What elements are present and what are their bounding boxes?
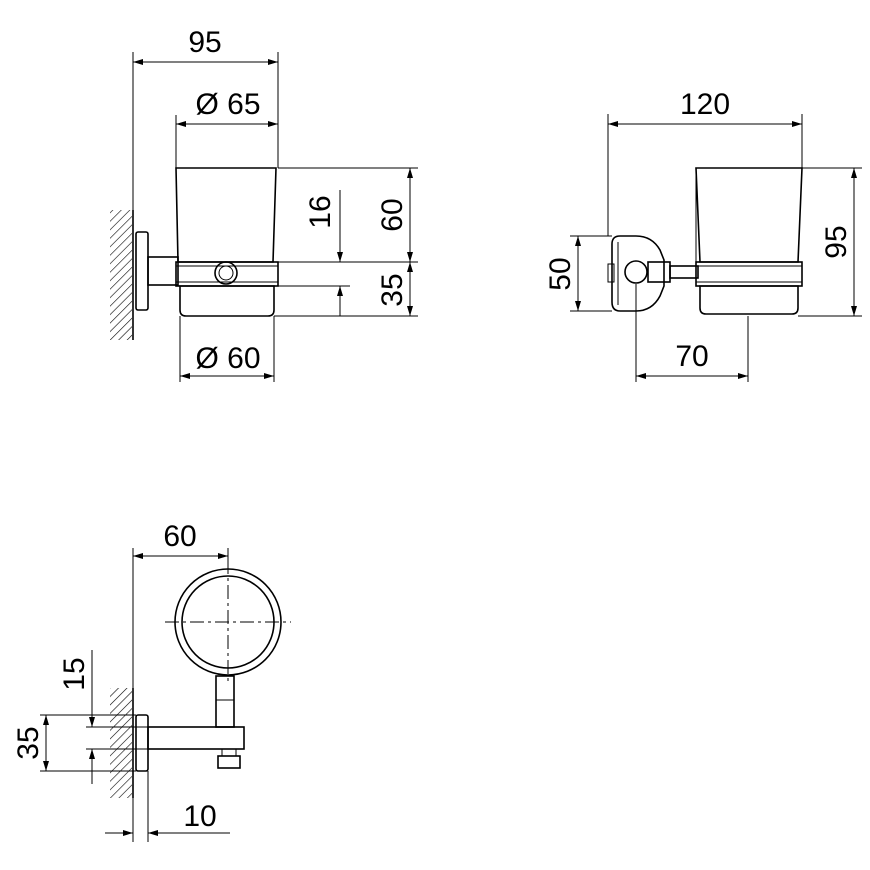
cup-base (179, 285, 275, 317)
hub (624, 260, 648, 284)
wall-base (611, 235, 665, 312)
arm (147, 256, 179, 286)
dim-cup-bottom-diameter: Ø 60 (195, 342, 260, 375)
top-base-plate (135, 714, 149, 772)
dim-front-width: 95 (188, 26, 221, 59)
wall-plate (135, 231, 149, 311)
screw (214, 261, 238, 285)
dim-base-height-top: 35 (12, 726, 45, 759)
dim-projection: 70 (675, 340, 708, 373)
top-wall-hatch (110, 688, 132, 798)
side-view: 120 95 50 70 (544, 88, 862, 382)
dim-base-thickness: 10 (183, 800, 216, 833)
dim-arm-height: 15 (58, 657, 91, 690)
dim-base-height: 50 (544, 257, 577, 290)
top-view: 60 15 35 10 (12, 520, 291, 842)
dim-ring-diameter: 60 (163, 520, 196, 553)
cup (175, 167, 277, 263)
dim-ring-height: 16 (304, 195, 337, 228)
top-screw (217, 755, 241, 769)
side-cup (695, 167, 803, 263)
top-post (215, 675, 235, 728)
dim-cup-height: 60 (376, 198, 409, 231)
dim-side-width: 120 (680, 88, 730, 121)
wall-hatch (110, 210, 132, 340)
front-view: 95 Ø 65 Ø 60 16 60 35 (110, 26, 418, 382)
top-arm (147, 726, 245, 750)
dim-lower-height: 35 (376, 273, 409, 306)
dim-cup-top-diameter: Ø 65 (195, 88, 260, 121)
dim-side-height: 95 (820, 225, 853, 258)
